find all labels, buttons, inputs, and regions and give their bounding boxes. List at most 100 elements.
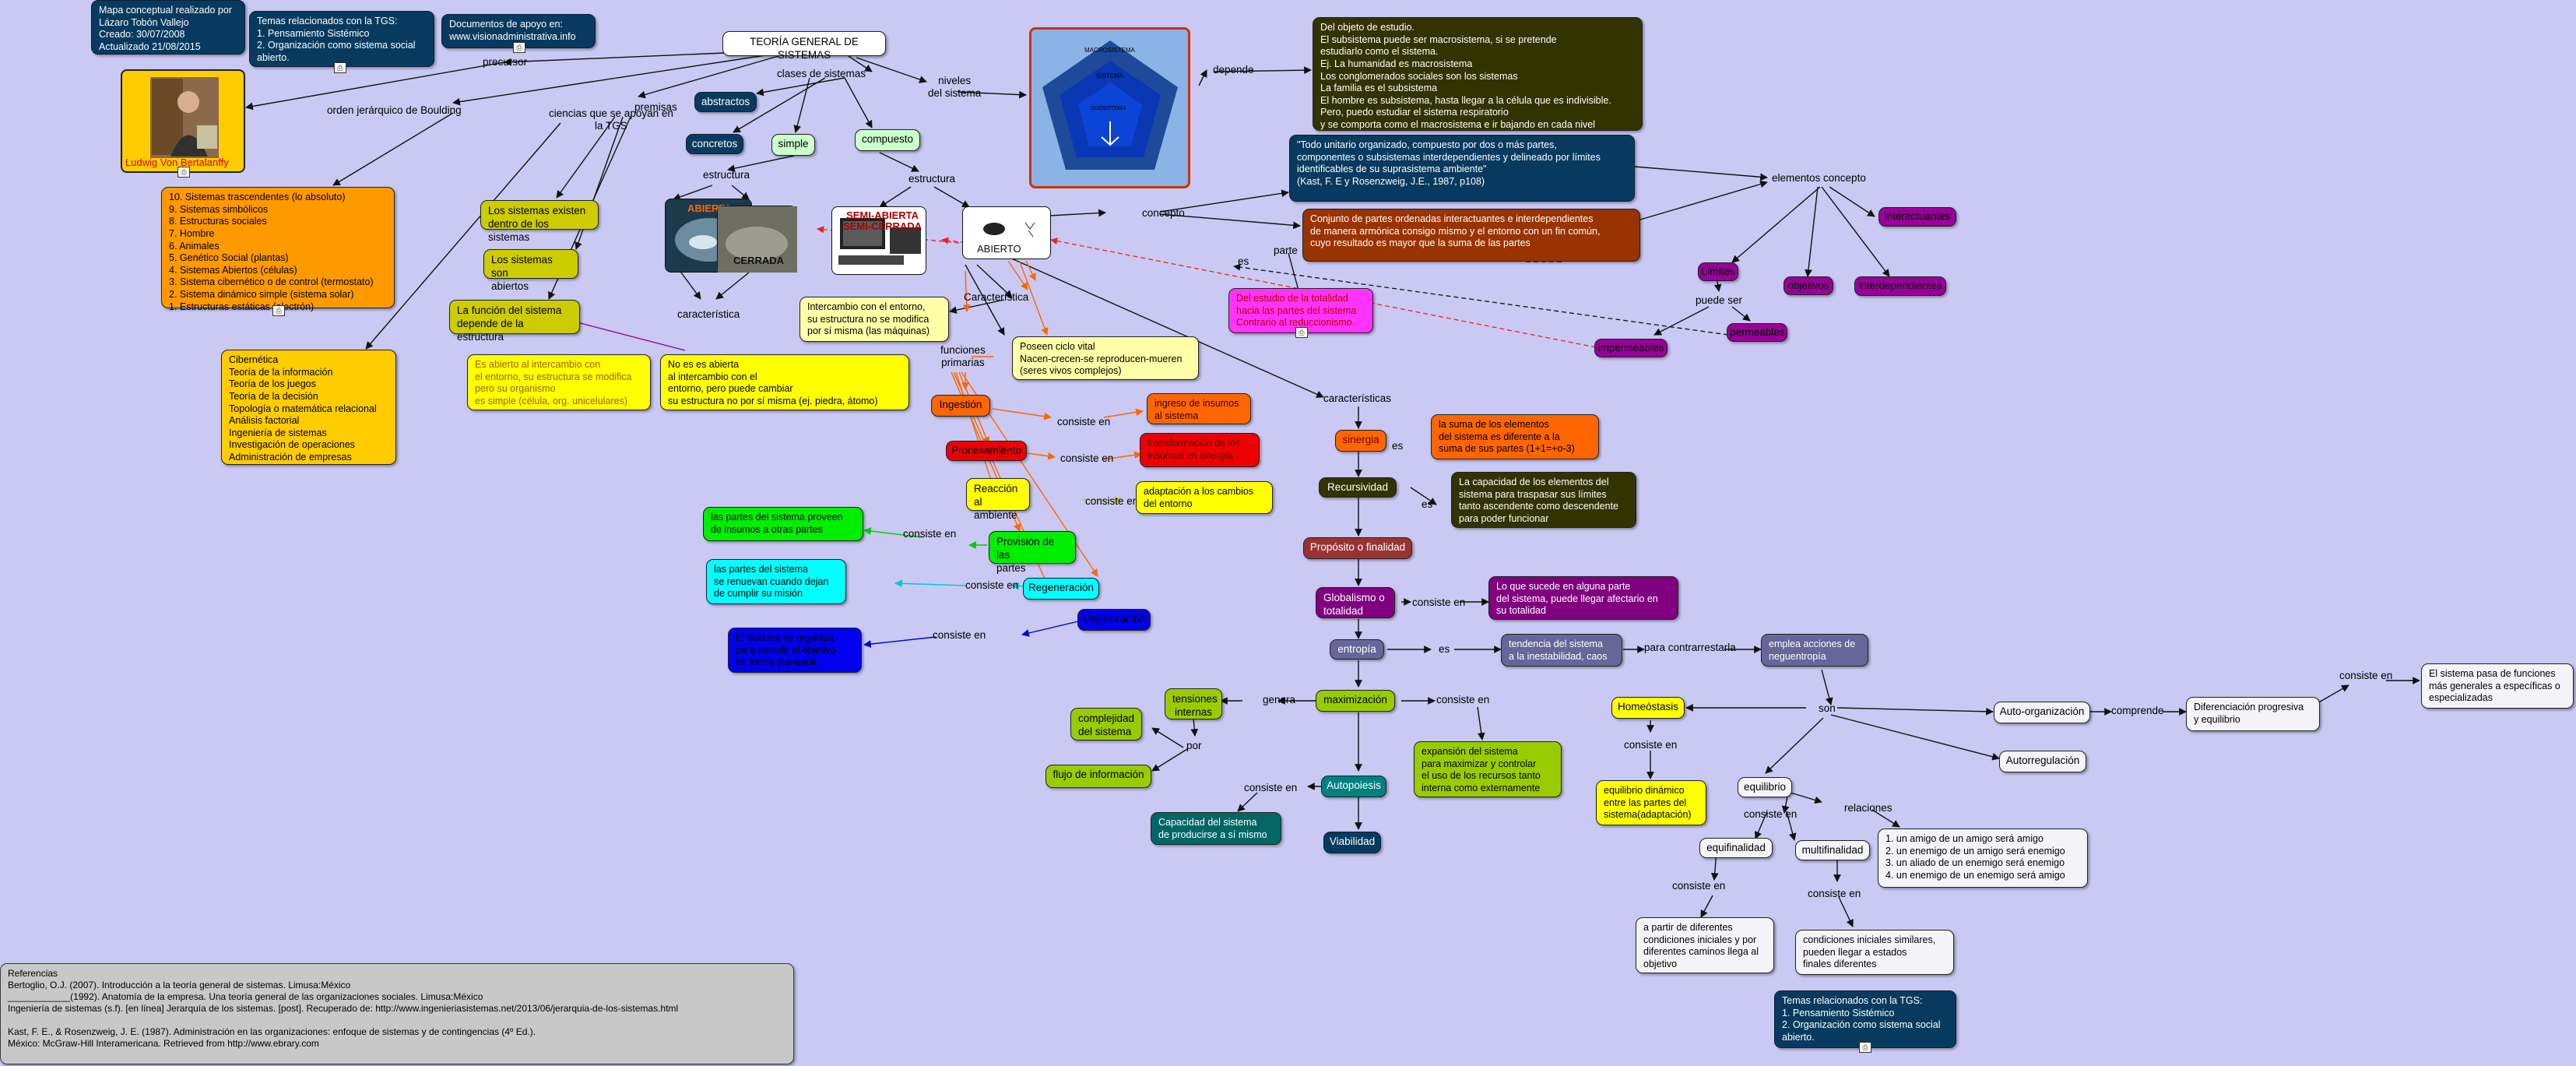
char-globalismo[interactable]: Globalismo o totalidad: [1316, 587, 1395, 618]
reaction-definition[interactable]: adaptación a los cambios del entorno: [1136, 481, 1273, 514]
multifinalidad-definition[interactable]: condiciones iniciales similares, pueden …: [1795, 930, 1954, 975]
complejidad[interactable]: complejidad del sistema: [1070, 708, 1142, 741]
portrait-caption: Ludwig Von Bertalanffy: [125, 157, 229, 168]
open-organism-label: ABIERTO: [977, 243, 1021, 255]
equifinalidad[interactable]: equifinalidad: [1699, 838, 1773, 858]
element-objetivos[interactable]: objetivos: [1784, 276, 1833, 295]
class-abstractos[interactable]: abstractos: [694, 92, 757, 112]
label-caracteristicas: características: [1323, 392, 1392, 404]
concept-definition-2[interactable]: Conjunto de partes ordenadas interactuan…: [1302, 209, 1640, 262]
related-topics-box[interactable]: Temas relacionados con la TGS: 1. Pensam…: [249, 11, 434, 67]
bertalanffy-portrait[interactable]: Ludwig Von Bertalanffy: [121, 69, 245, 173]
function-provision[interactable]: Provisión de las partes: [989, 531, 1076, 574]
homeostasis[interactable]: Homeóstasis: [1611, 697, 1685, 719]
label-funciones: funciones primarias: [940, 344, 986, 369]
class-concretos[interactable]: concretos: [686, 134, 743, 154]
relaciones-list[interactable]: 1. un amigo de un amigo será amigo 2. un…: [1878, 829, 2088, 888]
depende-text[interactable]: Del objeto de estudio. El subsistema pue…: [1313, 17, 1643, 131]
char-autopoiesis[interactable]: Autopoiesis: [1321, 776, 1386, 797]
organism-picture: [983, 222, 1035, 237]
equilibrio[interactable]: equilibrio: [1738, 777, 1792, 797]
char-sinergia[interactable]: sinergia: [1335, 430, 1386, 452]
label-depende: depende: [1213, 64, 1254, 76]
sinergia-definition[interactable]: la suma de los elementos del sistema es …: [1431, 414, 1599, 459]
element-interdependientes[interactable]: interdependientes: [1854, 276, 1946, 296]
maximizacion-definition[interactable]: expansión del sistema para maximizar y c…: [1414, 741, 1562, 797]
label-elementos: elementos concepto: [1772, 172, 1866, 184]
levels-pentagon: [1042, 40, 1178, 170]
diferenciacion-definition[interactable]: El sistema pasa de funciones más general…: [2421, 663, 2574, 709]
semi-open-image[interactable]: SEMI-ABIERTA SEMI-CERRADA: [831, 206, 926, 275]
label-relaciones: relaciones: [1844, 802, 1892, 814]
regeneration-definition[interactable]: las partes del sistema se renuevan cuand…: [706, 559, 846, 604]
label-es-entropia: es: [1439, 643, 1450, 655]
sciences-list[interactable]: Cibernética Teoría de la información Teo…: [221, 350, 396, 465]
element-permeables[interactable]: permeables: [1727, 323, 1787, 342]
attachment-icon[interactable]: ⎙: [334, 62, 346, 73]
equifinalidad-definition[interactable]: a partir de diferentes condiciones inici…: [1636, 917, 1774, 973]
auto-organizacion[interactable]: Auto-organización: [1994, 702, 2090, 723]
neguentropia-definition[interactable]: emplea acciones de neguentropía: [1761, 634, 1868, 667]
organization-definition[interactable]: El sistema se organiza para cumplir el o…: [728, 628, 862, 673]
char-recursividad[interactable]: Recursividad: [1319, 477, 1397, 498]
char-entropia[interactable]: entropía: [1330, 639, 1384, 660]
char-viabilidad[interactable]: Viabilidad: [1323, 832, 1381, 853]
homeostasis-definition[interactable]: equilibrio dinámico entre las partes del…: [1596, 780, 1706, 825]
class-compuesto[interactable]: compuesto: [855, 129, 920, 151]
label-consiste-multi: consiste en: [1808, 888, 1861, 899]
processing-definition[interactable]: transformación de los insumos en energía: [1140, 433, 1260, 467]
system-levels-image[interactable]: MACROSISTEMA SISTEMA SUBSISTEMA: [1029, 27, 1190, 188]
flujo-informacion[interactable]: flujo de información: [1046, 765, 1151, 788]
autopoiesis-definition[interactable]: Capacidad del sistema de producirse a sí…: [1151, 812, 1281, 845]
recursividad-definition[interactable]: La capacidad de los elementos del sistem…: [1451, 472, 1636, 528]
premise-3[interactable]: La función del sistema depende de la est…: [449, 300, 580, 343]
function-ingestion[interactable]: Ingestión: [931, 395, 990, 417]
attachment-icon[interactable]: ⎙: [1295, 327, 1308, 338]
label-por: por: [1186, 740, 1202, 751]
parte-text[interactable]: Del estudio de la totalidad hacia las pa…: [1228, 288, 1373, 333]
function-reaccion[interactable]: Reacción al ambiente: [966, 478, 1030, 521]
attachment-icon[interactable]: ⎙: [272, 305, 285, 316]
attachment-icon[interactable]: ⎙: [177, 167, 190, 178]
premise-2[interactable]: Los sistemas son abiertos: [483, 249, 578, 292]
boulding-hierarchy[interactable]: 10. Sistemas trascendentes (lo absoluto)…: [161, 187, 395, 312]
tensiones-internas[interactable]: tensiones internas: [1165, 688, 1222, 719]
label-consiste-1: consiste en: [1057, 416, 1111, 427]
living-characteristic[interactable]: Poseen ciclo vital Nacen-crecen-se repro…: [1012, 336, 1199, 380]
function-procesamiento[interactable]: Procesamiento: [946, 441, 1027, 461]
autorregulacion[interactable]: Autorregulación: [1999, 751, 2086, 772]
label-consiste-dif: consiste en: [2339, 670, 2393, 681]
root-node[interactable]: TEORÍA GENERAL DE SISTEMAS: [722, 31, 886, 61]
label-es-sinergia: es: [1392, 440, 1404, 452]
label-niveles: niveles del sistema: [928, 75, 982, 100]
function-organizacion[interactable]: Organización: [1077, 609, 1151, 631]
globalismo-definition[interactable]: Lo que sucede en alguna parte del sistem…: [1488, 576, 1678, 620]
entropia-definition[interactable]: tendencia del sistema a la inestabilidad…: [1501, 634, 1622, 667]
function-regeneracion[interactable]: Regeneración: [1023, 578, 1099, 600]
machines-characteristic[interactable]: Intercambio con el entorno, su estructur…: [800, 297, 949, 342]
closed-label: CERRADA: [733, 255, 784, 266]
related-topics-box-2[interactable]: Temas relacionados con la TGS: 1. Pensam…: [1774, 990, 1956, 1048]
ingestion-definition[interactable]: ingreso de insumos al sistema: [1147, 393, 1251, 424]
label-ciencias: ciencias que se apoyan en la TGS: [549, 107, 673, 132]
class-simple[interactable]: simple: [771, 134, 815, 156]
element-impermeables[interactable]: impermeables: [1594, 339, 1668, 357]
premise-1[interactable]: Los sistemas existen dentro de los siste…: [480, 200, 599, 243]
references-box: Referencias Bertoglio, O.J. (2007). Intr…: [0, 963, 794, 1064]
label-consiste-3: consiste en: [1085, 495, 1139, 507]
element-limites[interactable]: Límites: [1698, 262, 1738, 281]
element-interactuantes[interactable]: interactuantes: [1878, 207, 1956, 227]
char-proposito[interactable]: Propósito o finalidad: [1303, 537, 1412, 559]
attachment-icon[interactable]: ⎙: [1859, 1042, 1871, 1053]
diferenciacion[interactable]: Diferenciación progresiva y equilibrio: [2186, 697, 2320, 731]
closed-system-image[interactable]: CERRADA: [717, 206, 797, 273]
open-characteristic[interactable]: Es abierto al intercambio con el entorno…: [467, 354, 651, 410]
multifinalidad[interactable]: multifinalidad: [1795, 840, 1870, 860]
provision-definition[interactable]: las partes del sistema proveen de insumo…: [703, 507, 863, 541]
concept-definition-1[interactable]: "Todo unitario organizado, compuesto por…: [1289, 135, 1635, 202]
open-organism-image[interactable]: ABIERTO: [962, 206, 1051, 259]
char-maximizacion[interactable]: maximización: [1316, 690, 1395, 712]
closed-characteristic[interactable]: No es es abierta al intercambio con el e…: [660, 354, 909, 410]
link-icon[interactable]: ⎙: [513, 42, 525, 53]
